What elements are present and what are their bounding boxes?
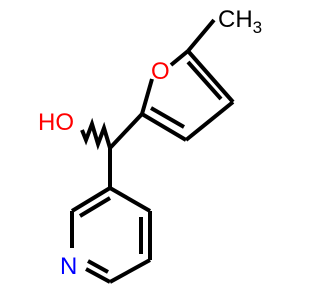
bond-methyl-c5 <box>186 18 216 53</box>
methyl-label: CH3 <box>218 6 262 37</box>
molecule-structure: CH3 O HO N <box>38 6 262 284</box>
bond-ch-oh-wavy <box>80 117 112 151</box>
furan-oxygen-label: O <box>151 58 170 85</box>
bond-c5-o1 <box>169 49 190 67</box>
bond-py-c6-n <box>85 267 111 284</box>
bond-py-c6-n-double <box>87 259 109 274</box>
pyridine-nitrogen-label: N <box>60 253 77 280</box>
bond-c2-c3 <box>140 112 188 142</box>
bond-py-c3-c4 <box>109 186 151 213</box>
bond-py-c2-c3 <box>70 186 112 213</box>
bond-c2-ch <box>108 112 144 150</box>
bond-py-c2-c3-double <box>78 196 112 218</box>
bond-py-c5-c6 <box>109 258 151 284</box>
bond-c3-c4 <box>184 100 235 142</box>
bond-c4-c5-double <box>186 60 223 101</box>
bond-o1-c2 <box>140 78 154 115</box>
bond-c2-c3-double <box>150 106 185 129</box>
hydroxyl-label: HO <box>38 109 74 136</box>
bond-c4-c5 <box>186 49 235 104</box>
